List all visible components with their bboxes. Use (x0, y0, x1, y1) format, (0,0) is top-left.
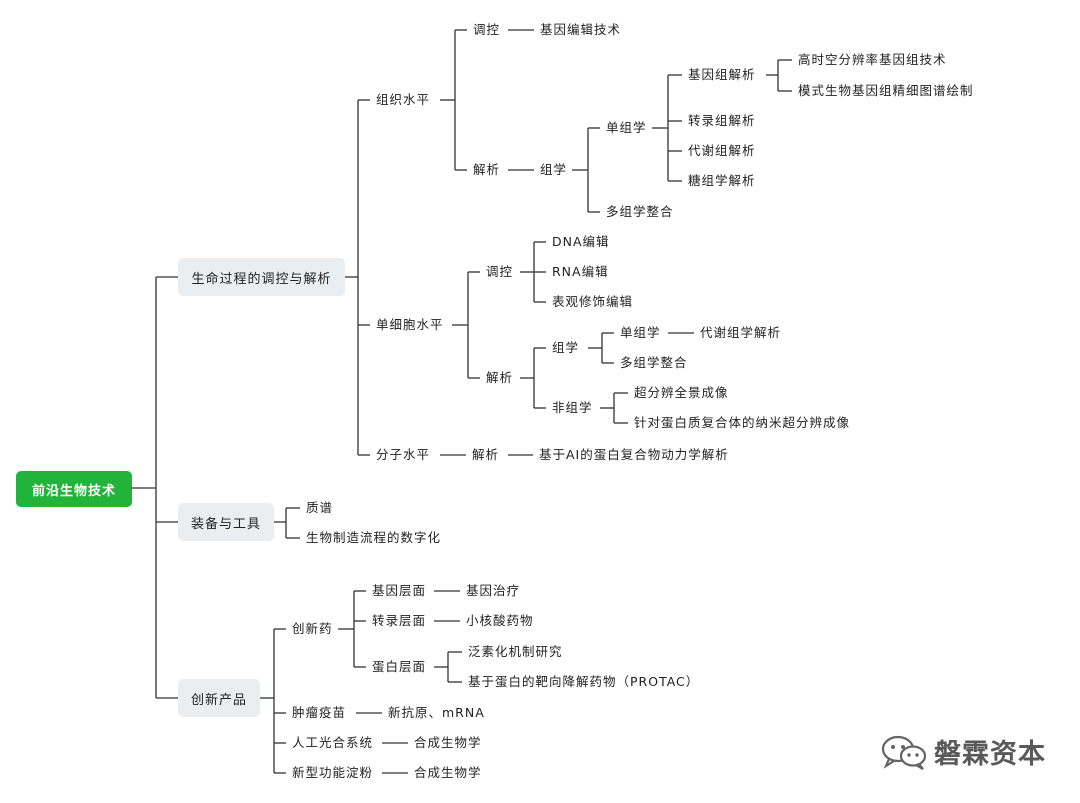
node-small-nucleic-acid[interactable]: 小核酸药物 (466, 613, 534, 628)
node-neoantigen-mrna[interactable]: 新抗原、mRNA (388, 705, 485, 720)
node-artificial-photosynthesis[interactable]: 人工光合系统 (292, 735, 374, 750)
node-molecule-analyze[interactable]: 解析 (472, 447, 500, 462)
branch-innovative-products[interactable]: 创新产品 (178, 679, 260, 717)
node-tissue-single-omics[interactable]: 单组学 (606, 120, 647, 135)
node-transcript-level[interactable]: 转录层面 (372, 613, 427, 628)
node-gene-therapy[interactable]: 基因治疗 (466, 583, 521, 598)
node-cell-regulate[interactable]: 调控 (486, 264, 514, 279)
node-nano-imaging[interactable]: 针对蛋白质复合体的纳米超分辨成像 (634, 415, 851, 430)
node-cell-multi-omics[interactable]: 多组学整合 (620, 355, 688, 370)
node-cell-metabolome[interactable]: 代谢组学解析 (700, 325, 782, 340)
node-rna-editing[interactable]: RNA编辑 (552, 264, 609, 279)
node-ubiquitination[interactable]: 泛素化机制研究 (468, 644, 563, 659)
node-non-omics[interactable]: 非组学 (552, 400, 593, 415)
node-synthetic-biology-2[interactable]: 合成生物学 (414, 765, 482, 780)
node-single-cell-level[interactable]: 单细胞水平 (376, 317, 444, 332)
node-tumor-vaccine[interactable]: 肿瘤疫苗 (292, 705, 347, 720)
node-molecule-level[interactable]: 分子水平 (376, 447, 431, 462)
node-cell-analyze[interactable]: 解析 (486, 370, 514, 385)
node-dna-editing[interactable]: DNA编辑 (552, 234, 610, 249)
node-glycome[interactable]: 糖组学解析 (688, 173, 756, 188)
branch-life-process[interactable]: 生命过程的调控与解析 (178, 258, 345, 296)
node-functional-starch[interactable]: 新型功能淀粉 (292, 765, 374, 780)
node-tissue-multi-omics[interactable]: 多组学整合 (606, 204, 674, 219)
node-gene-editing[interactable]: 基因编辑技术 (540, 22, 622, 37)
node-mass-spectrometry[interactable]: 质谱 (306, 500, 334, 515)
node-model-organism-genome[interactable]: 模式生物基因组精细图谱绘制 (798, 83, 974, 98)
node-gene-level[interactable]: 基因层面 (372, 583, 427, 598)
node-high-res-genome[interactable]: 高时空分辨率基因组技术 (798, 52, 947, 67)
node-cell-single-omics[interactable]: 单组学 (620, 325, 661, 340)
node-ai-protein-dynamics[interactable]: 基于AI的蛋白复合物动力学解析 (539, 447, 729, 462)
node-protein-level[interactable]: 蛋白层面 (372, 659, 427, 674)
branch-equipment-tools[interactable]: 装备与工具 (178, 503, 274, 541)
node-tissue-omics[interactable]: 组学 (540, 162, 568, 177)
node-epigenetic-editing[interactable]: 表观修饰编辑 (552, 294, 634, 309)
wechat-icon (881, 735, 927, 770)
root-node[interactable]: 前沿生物技术 (16, 471, 132, 507)
node-innovative-drugs[interactable]: 创新药 (292, 621, 333, 636)
node-genome-analysis[interactable]: 基因组解析 (688, 67, 756, 82)
watermark-text: 磐霖资本 (934, 739, 1046, 770)
node-protac[interactable]: 基于蛋白的靶向降解药物（PROTAC） (468, 674, 700, 689)
node-digital-biomanufacturing[interactable]: 生物制造流程的数字化 (306, 530, 442, 545)
watermark: 磐霖资本 (880, 732, 1046, 771)
node-tissue-regulate[interactable]: 调控 (473, 22, 501, 37)
node-synthetic-biology-1[interactable]: 合成生物学 (414, 735, 482, 750)
node-super-resolution-imaging[interactable]: 超分辨全景成像 (634, 385, 729, 400)
node-metabolome[interactable]: 代谢组解析 (688, 143, 756, 158)
node-tissue-analyze[interactable]: 解析 (473, 162, 501, 177)
node-transcriptome[interactable]: 转录组解析 (688, 113, 756, 128)
node-tissue-level[interactable]: 组织水平 (376, 92, 431, 107)
node-cell-omics[interactable]: 组学 (552, 340, 580, 355)
